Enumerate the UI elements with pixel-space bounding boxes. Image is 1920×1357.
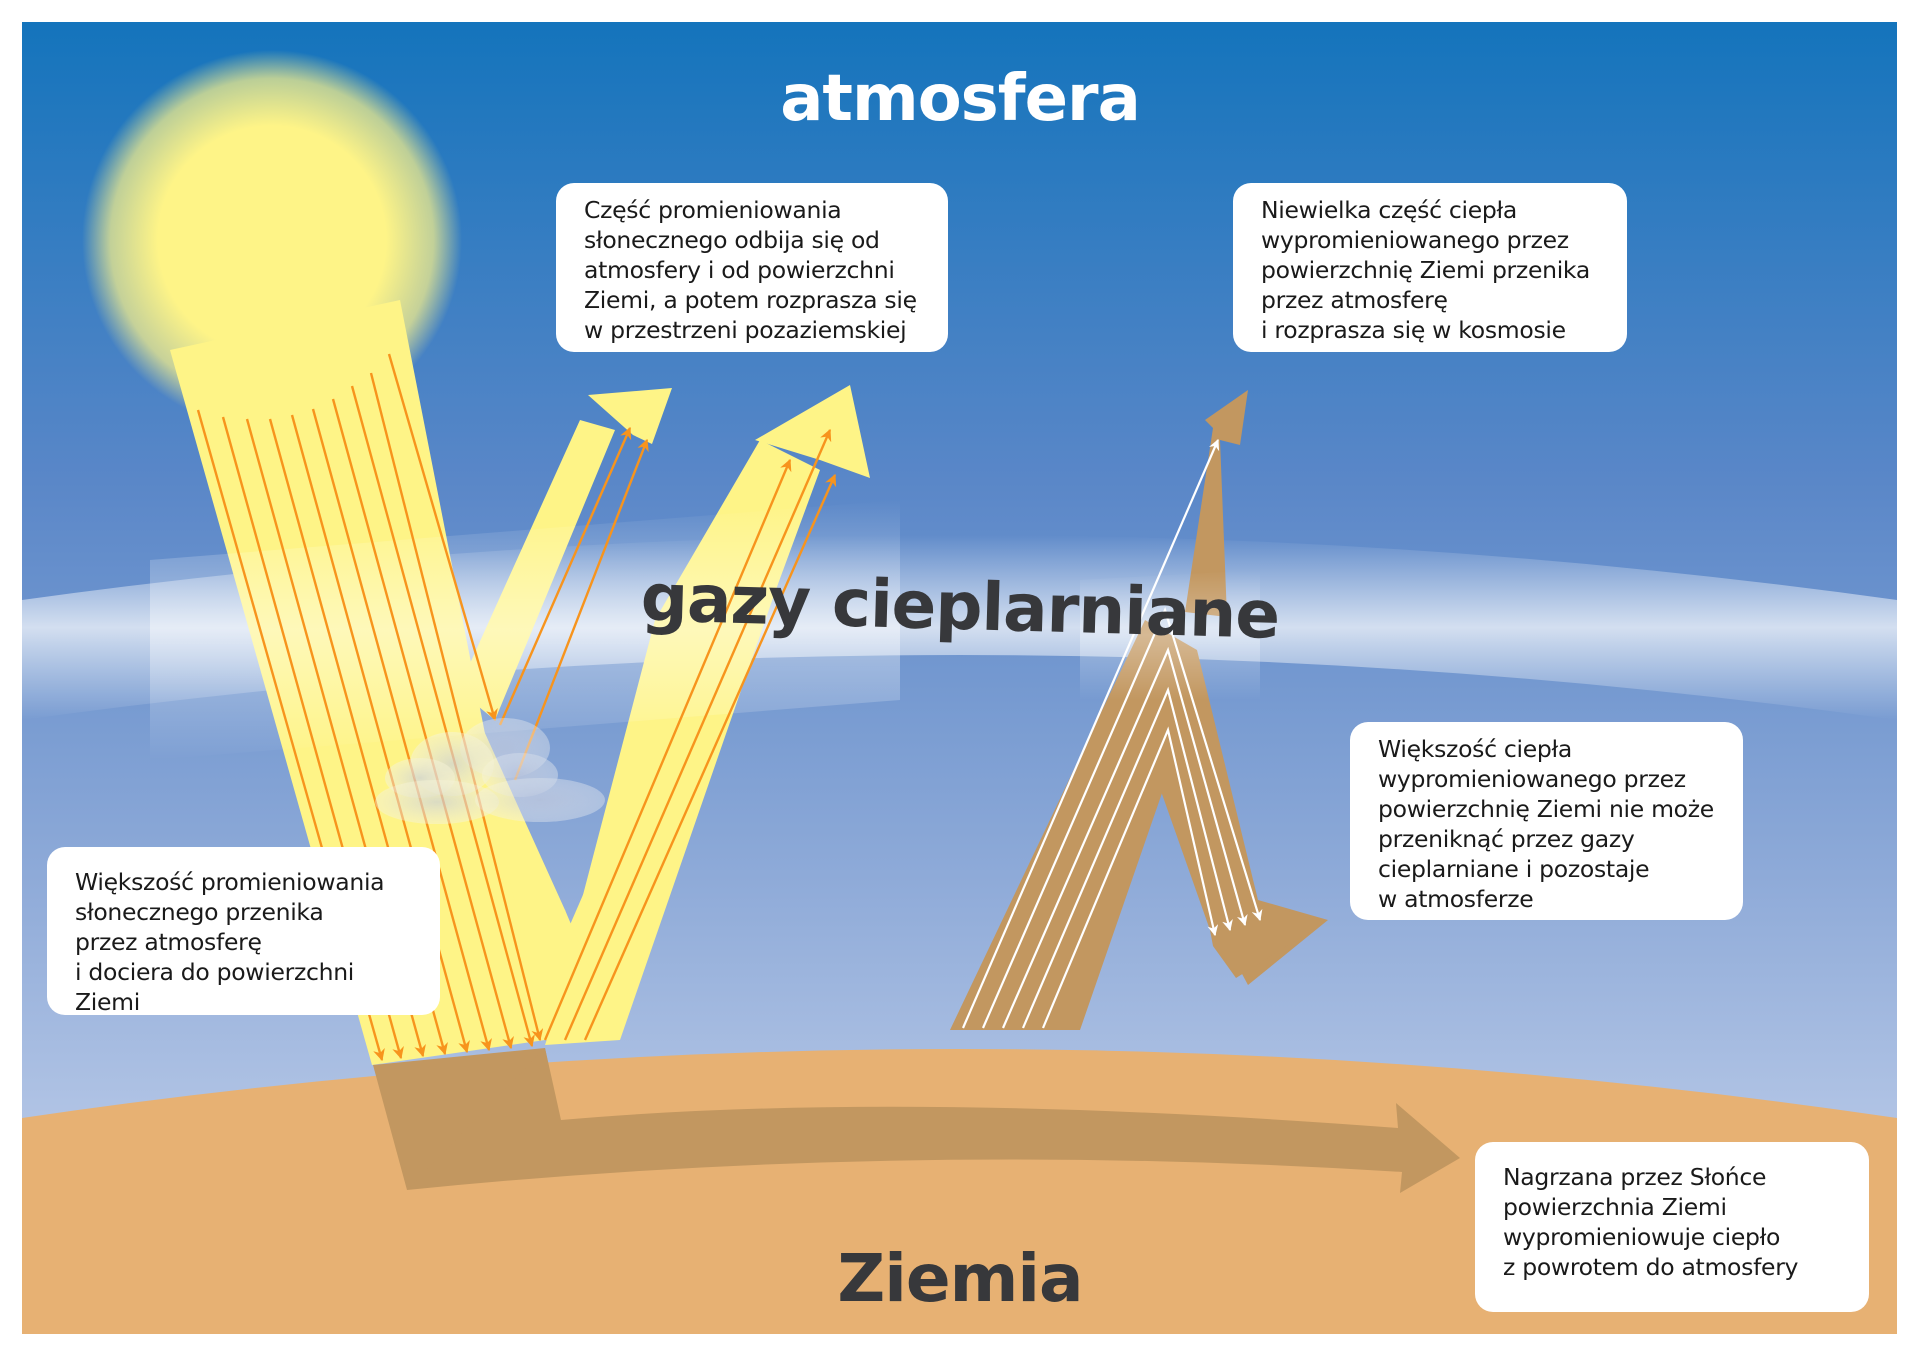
incoming-solar-beam [150,300,900,1065]
surface-heat-arrow [373,1048,1460,1193]
label-absorbed-radiation: Większość promieniowania słonecznego prz… [47,847,440,1016]
label-reradiated-heat: Nagrzana przez Słońce powierzchnia Ziemi… [1475,1142,1869,1312]
cloud-icon [375,718,605,824]
title-earth: Ziemia [837,1240,1083,1317]
label-escaped-heat: Niewielka część ciepła wypromieniowanego… [1233,183,1627,352]
heat-haze [1080,570,1260,700]
reflected-ray-lines [498,426,837,1041]
infrared-heat-arrows [950,390,1328,1030]
heat-ray-lines [961,438,1263,1029]
label-trapped-heat: Większość ciepła wypromieniowanego przez… [1350,722,1743,920]
label-reflected-radiation: Część promieniowania słonecznego odbija … [556,183,948,352]
title-atmosphere: atmosfera [780,62,1141,136]
